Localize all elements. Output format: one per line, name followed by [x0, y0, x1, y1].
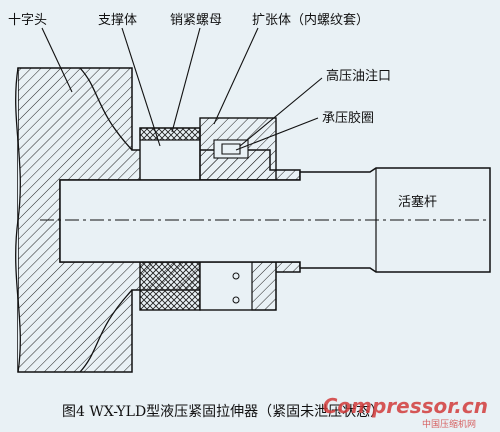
label-piston-rod: 活塞杆	[398, 195, 438, 210]
bolt-hole-2	[232, 296, 240, 304]
leader-seal-ring	[235, 117, 319, 151]
leader-support-body	[121, 27, 161, 147]
label-seal-ring: 承压胶圈	[322, 111, 375, 126]
crosshead-edge	[79, 67, 133, 151]
watermark-subtitle: 中国压缩机网	[421, 420, 476, 430]
label-support-body: 支撑体	[98, 13, 138, 28]
label-pin-nut: 销紧螺母	[170, 13, 223, 28]
crosshead-edge-lower	[79, 289, 133, 373]
label-expansion-body: 扩张体（内螺纹套）	[252, 13, 370, 28]
oil-channel-top	[213, 139, 249, 159]
leader-oil-inlet	[239, 77, 323, 147]
pin-nut-top	[139, 127, 201, 141]
leader-expansion-body	[213, 27, 259, 125]
figure-caption: 图4 WX-YLD型液压紧固拉伸器（紧固未泄压状态）	[62, 404, 385, 420]
expansion-body-bottom-hatch	[251, 261, 277, 311]
crosshead-break-line	[15, 67, 21, 373]
support-body-bottom	[139, 261, 201, 311]
leader-pin-nut	[171, 27, 201, 133]
leader-cross-head	[41, 27, 73, 93]
bolt-hole-1	[232, 272, 240, 280]
label-cross-head: 十字头	[8, 13, 48, 28]
watermark-logo: Compressor.cn	[322, 394, 488, 418]
label-oil-inlet: 高压油注口	[326, 69, 392, 84]
seal-ring-top	[221, 143, 241, 155]
